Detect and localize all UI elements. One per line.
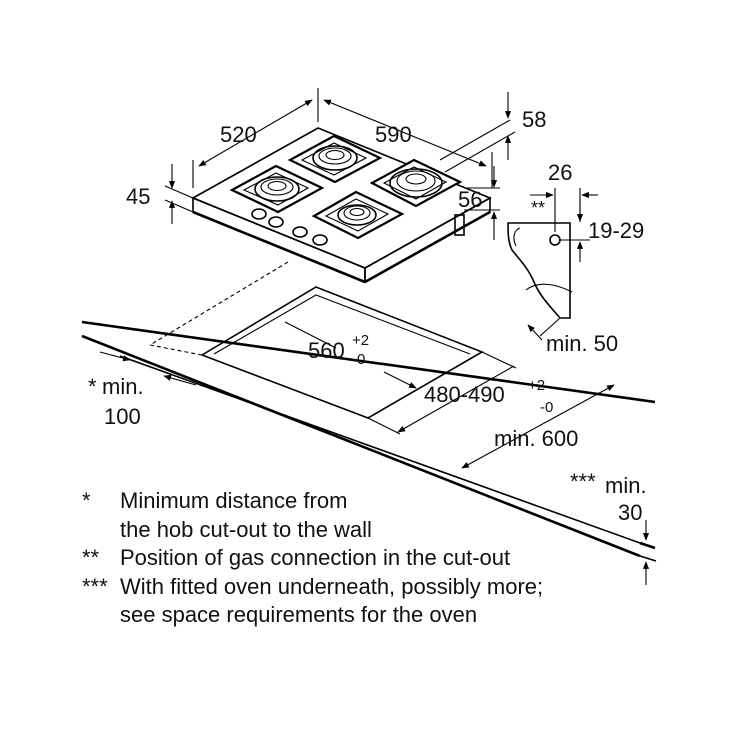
label-wall-min-mark: * — [88, 374, 97, 399]
legend-text: Position of gas connection in the cut-ou… — [120, 545, 511, 570]
label-wall-min-value: 100 — [104, 404, 141, 429]
label-worktop-thickness-text: min. — [605, 473, 647, 498]
projection-dashed-line — [149, 261, 289, 346]
legend-text: With fitted oven underneath, possibly mo… — [120, 573, 544, 599]
label-cutout-width-tol-lower: -0 — [352, 351, 365, 368]
label-gas-height: 19-29 — [588, 218, 644, 243]
hob-drawing — [191, 127, 492, 284]
label-cutout-depth-tol-upper: +2 — [528, 377, 545, 394]
burner-front-right — [337, 204, 377, 226]
legend-item-oven-space: *** With fitted oven underneath, possibl… — [82, 573, 543, 630]
label-min-front: min. 50 — [546, 331, 618, 356]
legend-text: see space requirements for the oven — [120, 602, 478, 627]
label-gas-marker: ** — [531, 198, 545, 218]
burner-back-right — [389, 168, 443, 198]
label-hob-height: 45 — [126, 184, 150, 209]
worktop-dimension-lines — [99, 317, 650, 585]
label-gas-offset: 26 — [548, 160, 572, 185]
control-knobs — [251, 208, 328, 246]
pan-support-back-right — [369, 158, 463, 208]
gas-connection-point-icon — [549, 234, 561, 246]
label-wall-min-text: min. — [102, 374, 144, 399]
legend-text: the hob cut-out to the wall — [120, 516, 372, 542]
legend-item-wall-distance: * Minimum distance from the hob cut-out … — [82, 487, 543, 544]
legend-mark: *** — [82, 573, 108, 599]
label-worktop-thickness-value: 30 — [618, 500, 642, 525]
label-top-height: 58 — [522, 107, 546, 132]
label-cutout-width: 560 — [308, 338, 345, 363]
pan-support-front-left — [229, 164, 325, 214]
label-hob-depth: 520 — [220, 122, 257, 147]
legend-item-gas-position: ** Position of gas connection in the cut… — [82, 544, 543, 573]
gas-connection-detail — [507, 188, 598, 319]
label-worktop-depth: min. 600 — [494, 426, 578, 451]
legend-mark: * — [82, 488, 91, 513]
label-hob-width: 590 — [375, 122, 412, 147]
label-cutout-width-tol-upper: +2 — [352, 332, 369, 349]
hob-foot — [454, 214, 465, 236]
footnote-legend: * Minimum distance from the hob cut-out … — [82, 487, 543, 630]
legend-text: Minimum distance from — [120, 488, 348, 513]
label-side-height: 56 — [458, 187, 482, 212]
burner-front-left — [254, 176, 300, 202]
hob-dimension-lines — [164, 88, 516, 240]
legend-mark: ** — [82, 545, 100, 570]
label-cutout-depth-tol-lower: -0 — [540, 399, 553, 416]
label-worktop-thickness-mark: *** — [570, 469, 596, 494]
label-cutout-depth: 480-490 — [424, 382, 505, 407]
